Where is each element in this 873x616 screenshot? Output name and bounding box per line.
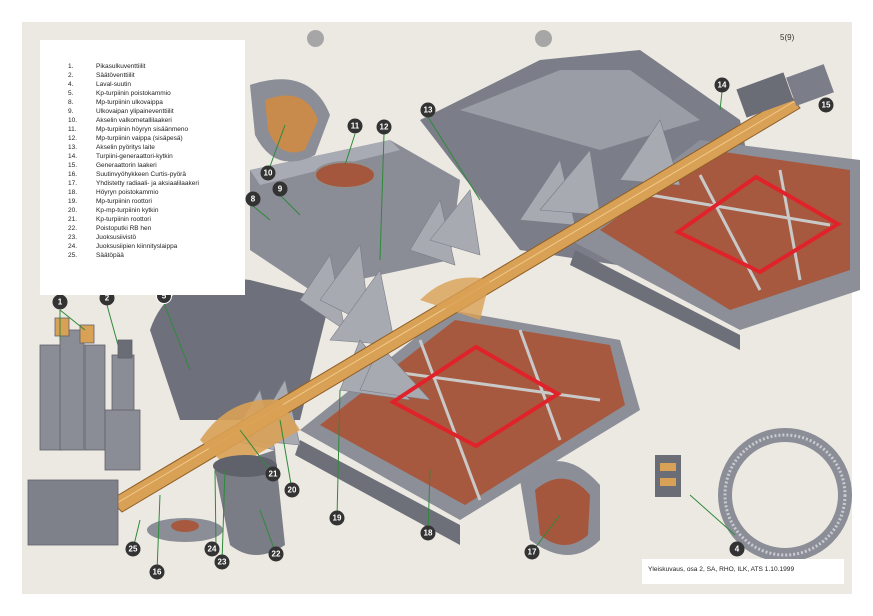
callout-25: 25 bbox=[125, 541, 141, 557]
svg-text:12: 12 bbox=[380, 123, 389, 132]
nozzle-ring bbox=[718, 428, 852, 562]
leader-lines bbox=[59, 91, 736, 573]
callout-17: 17 bbox=[524, 544, 540, 560]
svg-text:24: 24 bbox=[208, 545, 217, 554]
callout-4: 4 bbox=[729, 541, 745, 557]
bearing-10 bbox=[250, 79, 330, 162]
callout-8: 8 bbox=[245, 191, 261, 207]
steam-valves bbox=[27, 317, 141, 546]
callout-21: 21 bbox=[265, 466, 281, 482]
callout-12: 12 bbox=[376, 119, 392, 135]
callout-20: 20 bbox=[284, 482, 300, 498]
caption-box: Yleiskuvaus, osa 2, SA, RHO, ILK, ATS 1.… bbox=[642, 559, 844, 584]
outer-casing-8 bbox=[250, 140, 460, 290]
highlight-box-upper bbox=[674, 174, 842, 275]
svg-text:16: 16 bbox=[153, 568, 162, 577]
callout-24: 24 bbox=[204, 541, 220, 557]
svg-text:10: 10 bbox=[264, 169, 273, 178]
steam-inlet bbox=[314, 161, 376, 189]
caption-text: Yleiskuvaus, osa 2, SA, RHO, ILK, ATS 1.… bbox=[648, 566, 795, 573]
punch-hole-right bbox=[535, 30, 552, 47]
svg-text:15: 15 bbox=[822, 101, 831, 110]
callout-13: 13 bbox=[420, 102, 436, 118]
svg-text:11: 11 bbox=[351, 122, 360, 131]
svg-text:21: 21 bbox=[269, 470, 278, 479]
punch-hole-left bbox=[307, 30, 324, 47]
svg-text:18: 18 bbox=[424, 529, 433, 538]
callout-11: 11 bbox=[347, 118, 363, 134]
svg-text:4: 4 bbox=[735, 545, 740, 554]
page-number: 5(9) bbox=[780, 33, 795, 42]
callout-15: 15 bbox=[818, 97, 834, 113]
nozzle-detail bbox=[655, 455, 681, 497]
callout-23: 23 bbox=[214, 554, 230, 570]
highlight-box-lower bbox=[389, 344, 562, 449]
callout-1: 1 bbox=[52, 294, 68, 310]
svg-text:9: 9 bbox=[278, 185, 283, 194]
callout-14: 14 bbox=[714, 77, 730, 93]
callout-10: 10 bbox=[260, 165, 276, 181]
svg-text:1: 1 bbox=[58, 298, 63, 307]
svg-text:8: 8 bbox=[251, 195, 256, 204]
callout-22: 22 bbox=[268, 546, 284, 562]
callout-18: 18 bbox=[420, 525, 436, 541]
svg-text:5: 5 bbox=[162, 292, 167, 301]
svg-text:19: 19 bbox=[333, 514, 342, 523]
svg-text:20: 20 bbox=[288, 486, 297, 495]
parts-legend: 1.Pikasulkuventtiilit 2.Säätöventtiilit … bbox=[40, 40, 245, 295]
svg-text:17: 17 bbox=[528, 548, 537, 557]
svg-text:14: 14 bbox=[718, 81, 727, 90]
callout-9: 9 bbox=[272, 181, 288, 197]
callout-16: 16 bbox=[149, 564, 165, 580]
callout-19: 19 bbox=[329, 510, 345, 526]
bearing-17 bbox=[520, 461, 600, 555]
svg-text:22: 22 bbox=[272, 550, 281, 559]
svg-text:23: 23 bbox=[218, 558, 227, 567]
svg-text:25: 25 bbox=[129, 545, 138, 554]
svg-text:13: 13 bbox=[424, 106, 433, 115]
svg-text:2: 2 bbox=[105, 294, 110, 303]
